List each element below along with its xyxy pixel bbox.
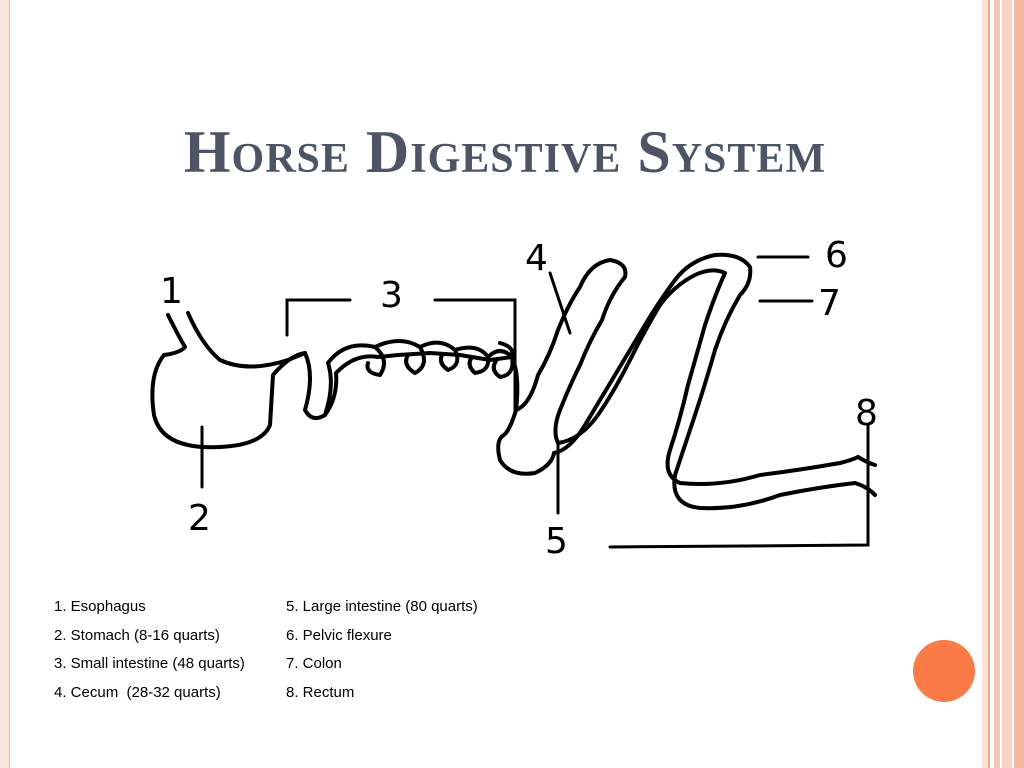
legend-item-stomach: 2. Stomach (8-16 quarts) [54,626,220,644]
slide-title: Horse Digestive System [183,119,827,185]
label-5: 5 [545,521,568,562]
label-7: 7 [818,283,841,324]
left-border [0,0,10,768]
legend-item-rectum: 8. Rectum [286,683,355,701]
legend-row: 4. Cecum (28-32 quarts) 8. Rectum [54,679,478,708]
label-6: 6 [825,235,848,276]
stomach [150,351,307,450]
legend-item-esophagus: 1. Esophagus [54,598,146,615]
label-3: 3 [380,275,403,316]
legend-item-cecum: 4. Cecum (28-32 quarts) [54,683,221,701]
legend: 1. Esophagus 5. Large intestine (80 quar… [54,593,478,707]
legend-item-colon: 7. Colon [286,655,342,672]
legend-row: 1. Esophagus 5. Large intestine (80 quar… [54,593,478,622]
esophagus [162,313,187,357]
legend-item-small-intestine: 3. Small intestine (48 quarts) [54,655,245,672]
legend-item-large-intestine: 5. Large intestine (80 quarts) [286,598,478,615]
digestive-diagram: 1 2 3 4 5 6 7 8 [150,235,878,562]
cecum [496,355,556,476]
label-leaders [200,255,870,549]
accent-circle [913,640,975,702]
legend-row: 2. Stomach (8-16 quarts) 6. Pelvic flexu… [54,622,478,651]
legend-item-pelvic-flexure: 6. Pelvic flexure [286,626,392,644]
label-8: 8 [855,393,878,434]
small-intestine [303,339,515,421]
legend-row: 3. Small intestine (48 quarts) 7. Colon [54,650,478,679]
rectum [853,455,877,497]
right-border-stripes [982,0,1024,768]
label-1: 1 [160,271,183,312]
label-2: 2 [188,498,211,539]
label-4: 4 [525,238,548,279]
